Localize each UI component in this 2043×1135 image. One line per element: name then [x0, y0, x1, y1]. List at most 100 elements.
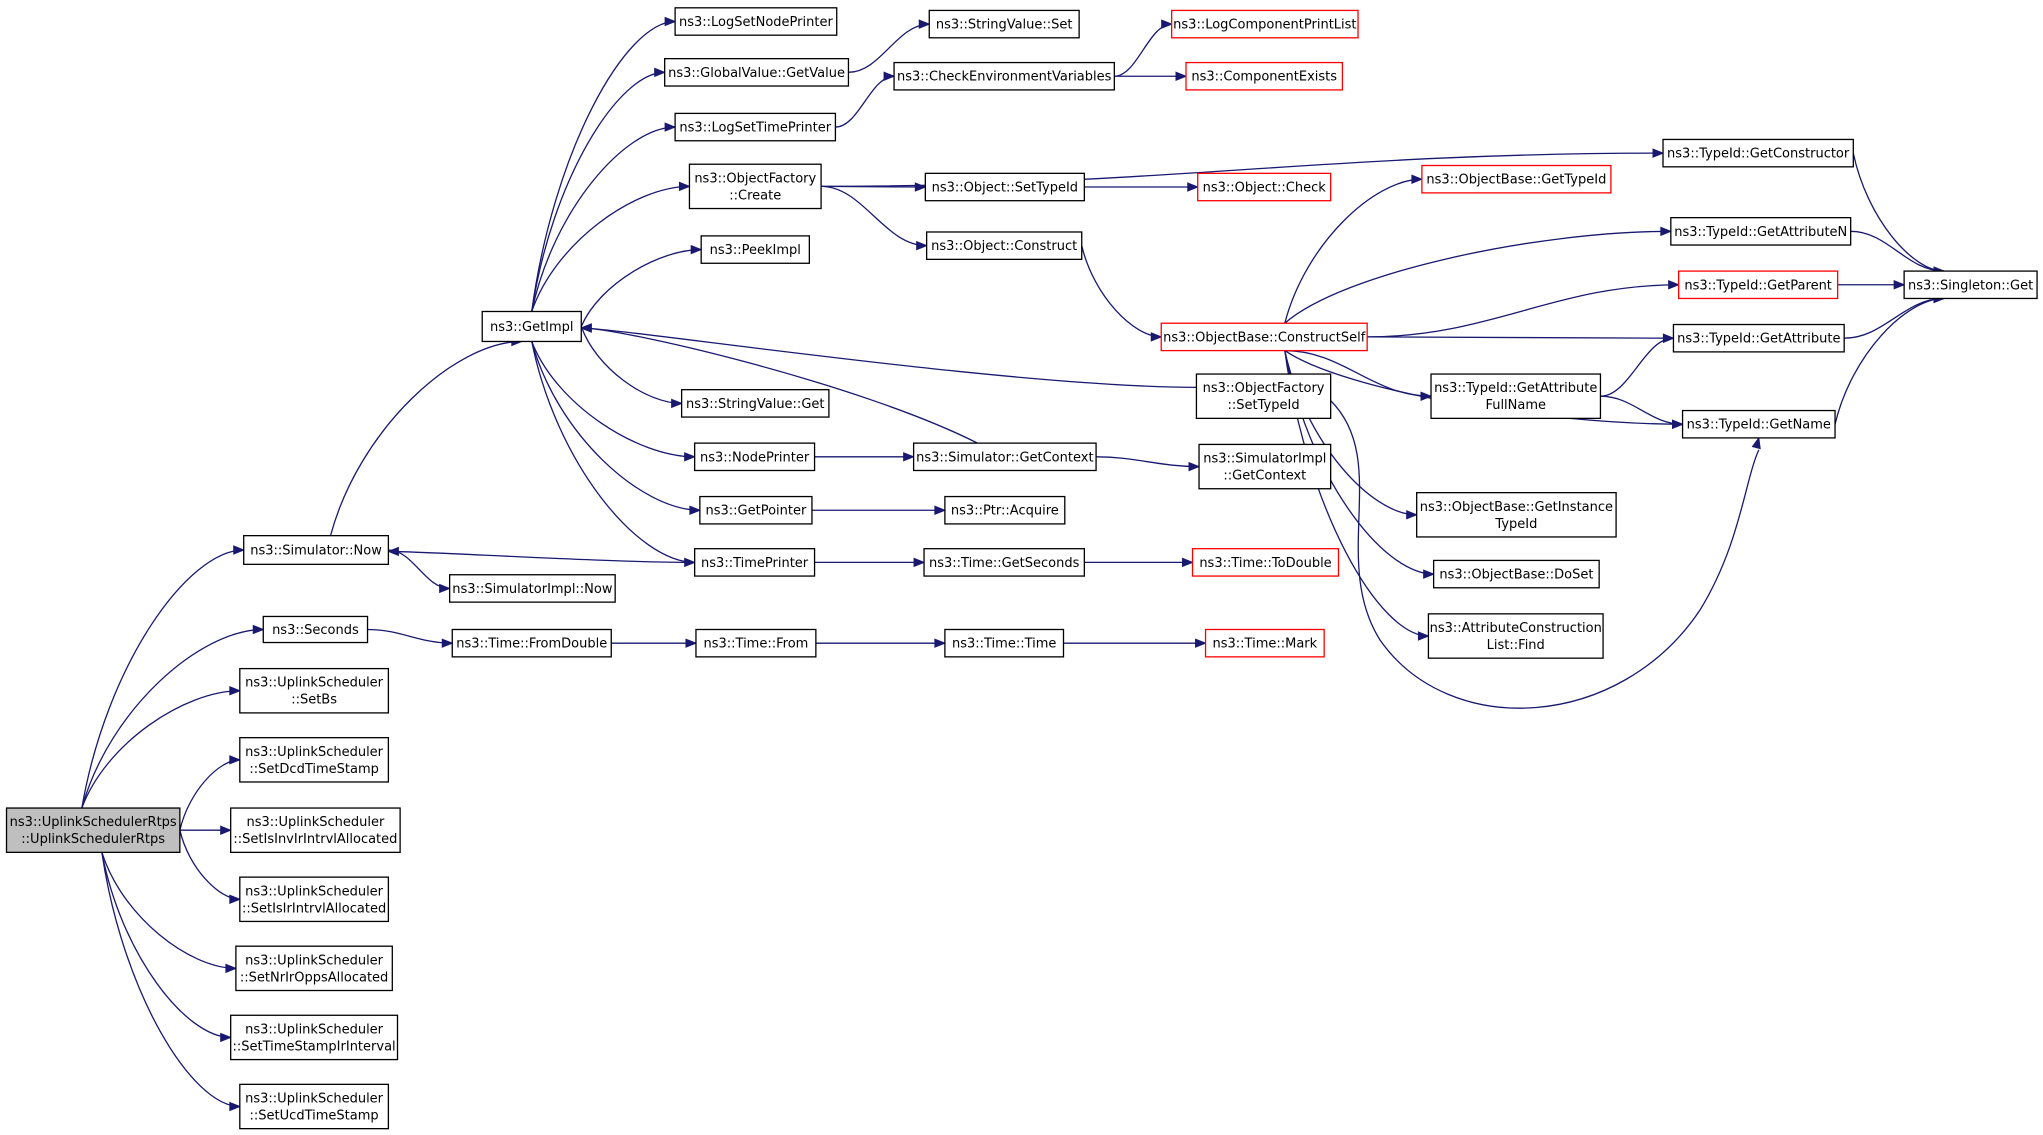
node-label: ns3::TypeId::GetAttributeN [1674, 225, 1847, 240]
function-node-timemark[interactable]: ns3::Time::Mark [1204, 628, 1325, 658]
function-node-simimplgetctx[interactable]: ns3::SimulatorImpl::GetContext [1198, 443, 1332, 490]
call-edge [1367, 333, 1675, 343]
node-label: ns3::UplinkSchedulerRtps [10, 815, 177, 830]
call-edge [531, 122, 677, 312]
node-box [674, 7, 838, 36]
function-node-tidgetparent[interactable]: ns3::TypeId::GetParent [1678, 270, 1839, 300]
function-node-ofsettid[interactable]: ns3::ObjectFactory::SetTypeId [1195, 373, 1332, 420]
node-label: ::SetUcdTimeStamp [250, 1109, 379, 1124]
function-node-seconds[interactable]: ns3::Seconds [262, 615, 369, 644]
function-node-logsettime[interactable]: ns3::LogSetTimePrinter [674, 112, 837, 142]
function-node-timetodouble[interactable]: ns3::Time::ToDouble [1191, 548, 1340, 577]
function-node-root[interactable]: ns3::UplinkSchedulerRtps::UplinkSchedule… [5, 807, 181, 854]
nodes-layer: ns3::UplinkSchedulerRtps::UplinkSchedule… [5, 7, 2038, 1130]
function-node-compexists[interactable]: ns3::ComponentExists [1185, 61, 1344, 91]
function-node-timefrom[interactable]: ns3::Time::From [695, 628, 817, 658]
function-node-simimplnow[interactable]: ns3::SimulatorImpl::Now [448, 574, 616, 603]
function-node-settsir[interactable]: ns3::UplinkScheduler::SetTimeStampIrInte… [230, 1014, 399, 1061]
function-node-obgettid[interactable]: ns3::ObjectBase::GetTypeId [1421, 164, 1612, 194]
node-box [1160, 322, 1368, 352]
function-node-checkenv[interactable]: ns3::CheckEnvironmentVariables [893, 61, 1115, 91]
function-node-objcheck[interactable]: ns3::Object::Check [1197, 172, 1332, 202]
node-box [1198, 443, 1332, 490]
node-box [944, 495, 1066, 525]
node-label: ns3::GetImpl [490, 320, 574, 335]
function-node-svget[interactable]: ns3::StringValue::Get [680, 389, 830, 418]
function-node-singletonget[interactable]: ns3::Singleton::Get [1903, 270, 2038, 300]
function-node-ofcreate[interactable]: ns3::ObjectFactory::Create [688, 163, 822, 210]
node-box [923, 548, 1085, 577]
node-label: ns3::ComponentExists [1191, 70, 1337, 85]
function-node-objsettid[interactable]: ns3::Object::SetTypeId [924, 172, 1085, 202]
function-node-getpointer[interactable]: ns3::GetPointer [699, 495, 813, 525]
node-box [680, 389, 830, 418]
call-edge [811, 505, 947, 515]
function-node-ptracq[interactable]: ns3::Ptr::Acquire [944, 495, 1066, 525]
node-label: TypeId [1494, 517, 1537, 532]
call-edge [387, 546, 695, 564]
function-node-setbs[interactable]: ns3::UplinkScheduler::SetBs [239, 667, 390, 714]
node-label: ns3::Simulator::GetContext [916, 450, 1093, 465]
node-label: ns3::LogSetTimePrinter [679, 121, 831, 136]
function-node-getimpl[interactable]: ns3::GetImpl [481, 310, 582, 343]
function-node-timegetsec[interactable]: ns3::Time::GetSeconds [923, 548, 1085, 577]
function-node-tidgetattr[interactable]: ns3::TypeId::GetAttribute [1672, 323, 1845, 353]
node-box [230, 1014, 399, 1061]
function-node-timeprinter[interactable]: ns3::TimePrinter [694, 548, 816, 577]
function-node-tidgetattrn[interactable]: ns3::TypeId::GetAttributeN [1670, 217, 1852, 246]
node-box [1204, 628, 1325, 658]
function-node-setnrir[interactable]: ns3::UplinkScheduler::SetNrIrOppsAllocat… [235, 945, 393, 992]
function-node-simnow[interactable]: ns3::Simulator::Now [243, 535, 390, 565]
call-edge [81, 624, 265, 809]
call-edge [388, 549, 451, 594]
node-label: ns3::Object::Construct [931, 239, 1077, 254]
function-node-objconstruct[interactable]: ns3::Object::Construct [925, 231, 1083, 261]
function-node-svset[interactable]: ns3::StringValue::Set [928, 9, 1080, 39]
node-label: ns3::ObjectFactory [694, 171, 816, 186]
call-edge [1600, 395, 1684, 429]
function-node-nodeprinter[interactable]: ns3::NodePrinter [694, 442, 816, 472]
call-edge [1063, 638, 1207, 648]
node-box [1672, 323, 1845, 353]
node-box [448, 574, 616, 603]
node-label: ns3::UplinkScheduler [245, 953, 384, 968]
node-box [239, 876, 390, 923]
node-label: ns3::AttributeConstruction [1430, 621, 1602, 636]
function-node-simgetctx[interactable]: ns3::Simulator::GetContext [912, 442, 1097, 472]
node-label: ns3::Time::From [703, 637, 808, 652]
node-label: ns3::GlobalValue::GetValue [668, 66, 845, 81]
function-node-setisinv[interactable]: ns3::UplinkScheduler::SetIsInvIrIntrvlAl… [230, 807, 401, 854]
call-edge [1096, 456, 1201, 472]
function-node-setisir[interactable]: ns3::UplinkScheduler::SetIsIrIntrvlAlloc… [239, 876, 390, 923]
function-node-obdoset[interactable]: ns3::ObjectBase::DoSet [1432, 559, 1600, 589]
function-node-tidgetctor[interactable]: ns3::TypeId::GetConstructor [1662, 138, 1854, 168]
function-node-gvget[interactable]: ns3::GlobalValue::GetValue [664, 57, 850, 87]
call-edge [815, 638, 947, 648]
function-node-timetime[interactable]: ns3::Time::Time [944, 628, 1065, 658]
node-box [1421, 164, 1612, 194]
function-node-setdcd[interactable]: ns3::UplinkScheduler::SetDcdTimeStamp [239, 737, 390, 783]
node-label: ns3::UplinkScheduler [246, 815, 385, 830]
function-node-tidgetname[interactable]: ns3::TypeId::GetName [1681, 409, 1836, 439]
node-label: ns3::StringValue::Set [936, 18, 1073, 33]
function-node-fromdouble[interactable]: ns3::Time::FromDouble [451, 628, 612, 658]
node-label: ns3::CheckEnvironmentVariables [897, 70, 1112, 85]
function-node-logcompprint[interactable]: ns3::LogComponentPrintList [1171, 9, 1359, 39]
node-label: ns3::UplinkScheduler [245, 676, 384, 691]
node-label: ns3::Time::Time [952, 637, 1056, 652]
node-label: ::UplinkSchedulerRtps [21, 832, 165, 847]
node-box [243, 535, 390, 565]
function-node-setucd[interactable]: ns3::UplinkScheduler::SetUcdTimeStamp [239, 1083, 390, 1130]
function-node-peekimpl[interactable]: ns3::PeekImpl [700, 235, 810, 264]
call-edge [531, 181, 691, 312]
call-edge [579, 323, 1197, 388]
function-node-logsetnode[interactable]: ns3::LogSetNodePrinter [674, 7, 838, 36]
call-edge [1084, 557, 1194, 568]
node-label: ns3::UplinkScheduler [245, 745, 384, 760]
node-box [1678, 270, 1839, 300]
call-edge [1367, 280, 1680, 338]
function-node-obconstructself[interactable]: ns3::ObjectBase::ConstructSelf [1160, 322, 1368, 352]
